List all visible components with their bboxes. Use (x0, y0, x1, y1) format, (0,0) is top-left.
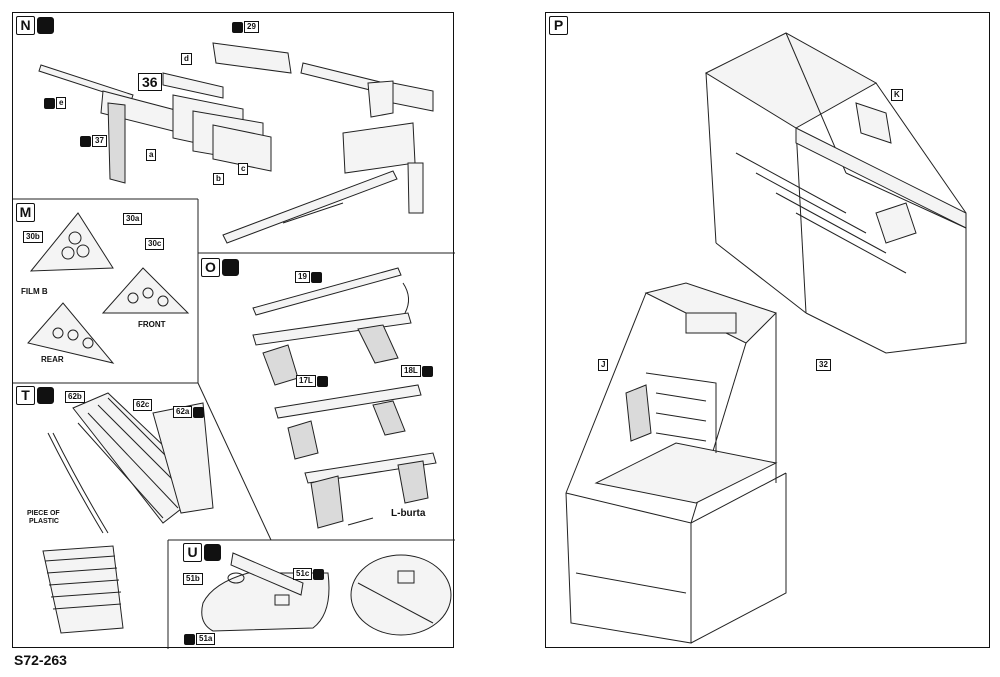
left-page-drawing (13, 42, 455, 649)
m-front-panel (101, 267, 190, 314)
part-tag-62c: 62c (133, 399, 153, 411)
u-hatch-cover-right (350, 554, 452, 636)
film-b-label: FILM B (21, 287, 48, 296)
flip-icon (232, 21, 243, 33)
rear-label: REAR (41, 355, 64, 364)
part-tag-19: 19 (295, 271, 323, 283)
part-tag-37: 37 (79, 135, 107, 147)
cabin-frame-lower (565, 282, 787, 644)
part-tag-a: a (146, 149, 157, 161)
section-t-label: T (16, 386, 54, 405)
divider-t-o (197, 382, 272, 541)
flip-icon (37, 17, 54, 34)
n-barrel-assembly-right-top (300, 62, 434, 118)
flip-icon (421, 365, 433, 377)
section-letter: O (201, 258, 220, 277)
u-hatch-cover-left (201, 552, 330, 632)
piece-of-plastic-label-line1: PIECE OF (27, 510, 60, 517)
l-burta-label: L-burta (391, 508, 426, 519)
o-rail-bottom (304, 452, 437, 529)
part-tag-k: K (891, 89, 903, 101)
o-rail-lower (274, 384, 422, 460)
m-film-triangle (29, 212, 114, 272)
part-tag-51a: 51a (183, 633, 216, 645)
section-n-label: N (16, 16, 54, 35)
section-letter: M (16, 203, 35, 222)
t-plastic-piece (47, 432, 104, 534)
part-tag-17l: 17L (296, 375, 329, 387)
section-o-label: O (201, 258, 239, 277)
right-page-drawing (565, 32, 967, 644)
kit-code: S72-263 (14, 652, 67, 668)
flip-icon (193, 406, 205, 418)
part-tag-32: 32 (816, 359, 831, 371)
part-tag-j: J (598, 359, 609, 371)
part-tag-d: d (181, 53, 192, 65)
flip-icon (37, 387, 54, 404)
section-u-label: U (183, 543, 221, 562)
part-tag-b: b (213, 173, 224, 185)
part-tag-c: c (238, 163, 249, 175)
right-instruction-page: P K J 32 (545, 12, 990, 648)
flip-icon (310, 271, 322, 283)
section-p-label: P (549, 16, 568, 35)
part-tag-62a: 62a (173, 406, 205, 418)
t-belt-guide-finished (42, 545, 124, 634)
flip-icon (316, 375, 328, 387)
section-letter: T (16, 386, 35, 405)
part-tag-30c: 30c (145, 238, 165, 250)
cabin-frame-upper (704, 32, 967, 354)
flip-icon (44, 97, 55, 109)
left-instruction-page: N M O T U 29 d 36 e 37 a b c 30a 30b 30c… (12, 12, 455, 649)
part-tag-51b: 51b (183, 573, 203, 585)
part-tag-30a: 30a (123, 213, 143, 225)
flip-icon (204, 544, 221, 561)
flip-icon (222, 259, 239, 276)
t-belt-guide-assembly (47, 392, 214, 534)
front-label: FRONT (138, 320, 166, 329)
part-tag-30b: 30b (23, 231, 43, 243)
section-letter: N (16, 16, 35, 35)
part-tag-29: 29 (231, 21, 259, 33)
part-tag-51c: 51c (293, 568, 325, 580)
flip-icon (184, 633, 195, 645)
step-number-36: 36 (138, 73, 162, 91)
o-rail-19 (252, 267, 409, 316)
part-tag-18l: 18L (401, 365, 434, 377)
flip-icon (80, 135, 91, 147)
flip-icon (313, 568, 325, 580)
piece-of-plastic-label-line2: PLASTIC (29, 518, 59, 525)
section-m-label: M (16, 203, 35, 222)
part-tag-e: e (43, 97, 67, 109)
section-letter: U (183, 543, 202, 562)
n-barrel-assembly-right-bottom (222, 122, 424, 244)
m-rear-panel (27, 302, 115, 364)
part-tag-62b: 62b (65, 391, 85, 403)
n-barrel-assembly-left (38, 42, 292, 184)
o-rail-mid (252, 312, 412, 386)
section-letter: P (549, 16, 568, 35)
